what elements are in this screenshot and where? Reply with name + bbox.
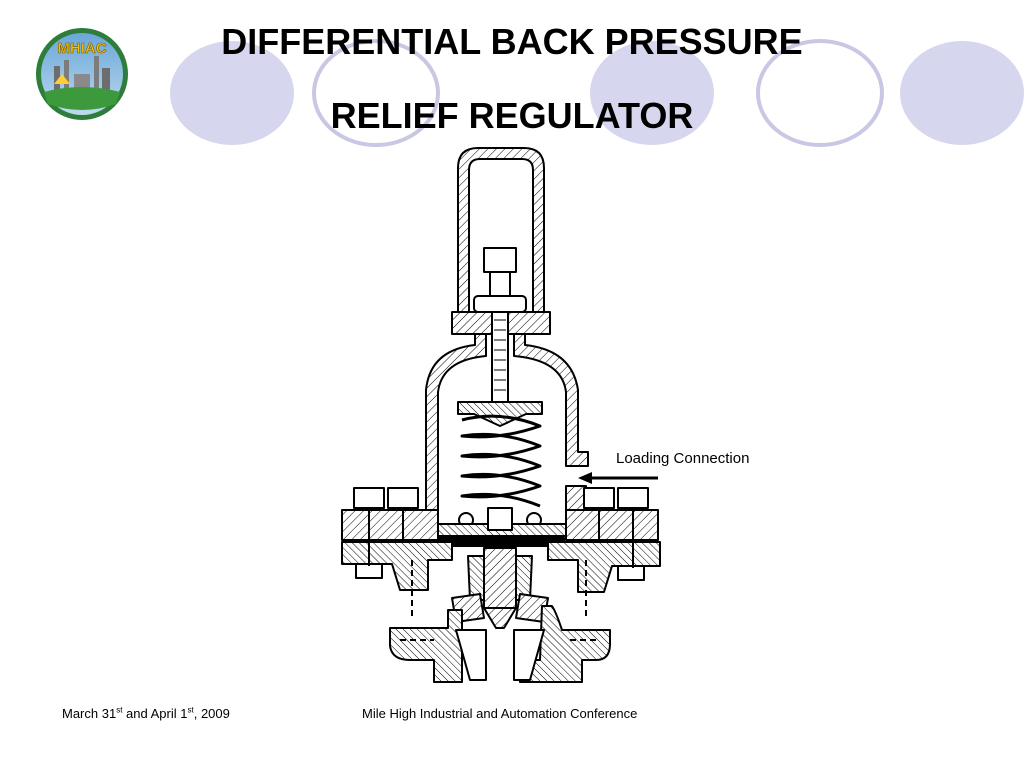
bonnet-right-wall xyxy=(513,333,589,467)
decor-circle-filled xyxy=(590,41,714,145)
slide-title-line-2: RELIEF REGULATOR xyxy=(330,95,694,136)
footer-date-sup1: st xyxy=(116,705,123,715)
bonnet-left-wall xyxy=(425,333,487,511)
header-circle-decoration xyxy=(170,39,1024,147)
upper-spring-button xyxy=(457,401,543,427)
valve-stem xyxy=(483,547,517,609)
footer-date: March 31st and April 1st, 2009 xyxy=(62,706,230,721)
footer-date-part2: and April 1 xyxy=(122,706,188,721)
footer-date-part1: March 31 xyxy=(62,706,117,721)
upper-flange-right xyxy=(565,509,659,541)
adjusting-screw-head xyxy=(483,247,517,273)
compression-spring xyxy=(460,414,542,508)
decor-circle-outline xyxy=(756,39,884,147)
footer-date-part3: , 2009 xyxy=(193,706,230,721)
valve-plug xyxy=(483,607,517,629)
lock-nut xyxy=(473,295,527,313)
upper-flange-left xyxy=(341,509,439,541)
loading-connection-label: Loading Connection xyxy=(616,450,750,467)
slide-title-line-1: DIFFERENTIAL BACK PRESSURE xyxy=(221,21,803,62)
footer-conference: Mile High Industrial and Automation Conf… xyxy=(362,706,638,721)
logo-text: MHIAC xyxy=(57,40,106,57)
flange-bolts xyxy=(353,487,649,581)
regulator-cross-section-diagram xyxy=(341,147,661,683)
valve-body-inlet xyxy=(389,609,463,683)
decor-circle-filled xyxy=(900,41,1024,145)
decor-circle-filled xyxy=(170,41,294,145)
mhiac-logo: MHIAC xyxy=(36,28,128,120)
decor-circle-outline xyxy=(312,39,440,147)
loading-connection-arrow-icon xyxy=(578,472,658,484)
footer-date-sup2: st xyxy=(187,705,194,715)
